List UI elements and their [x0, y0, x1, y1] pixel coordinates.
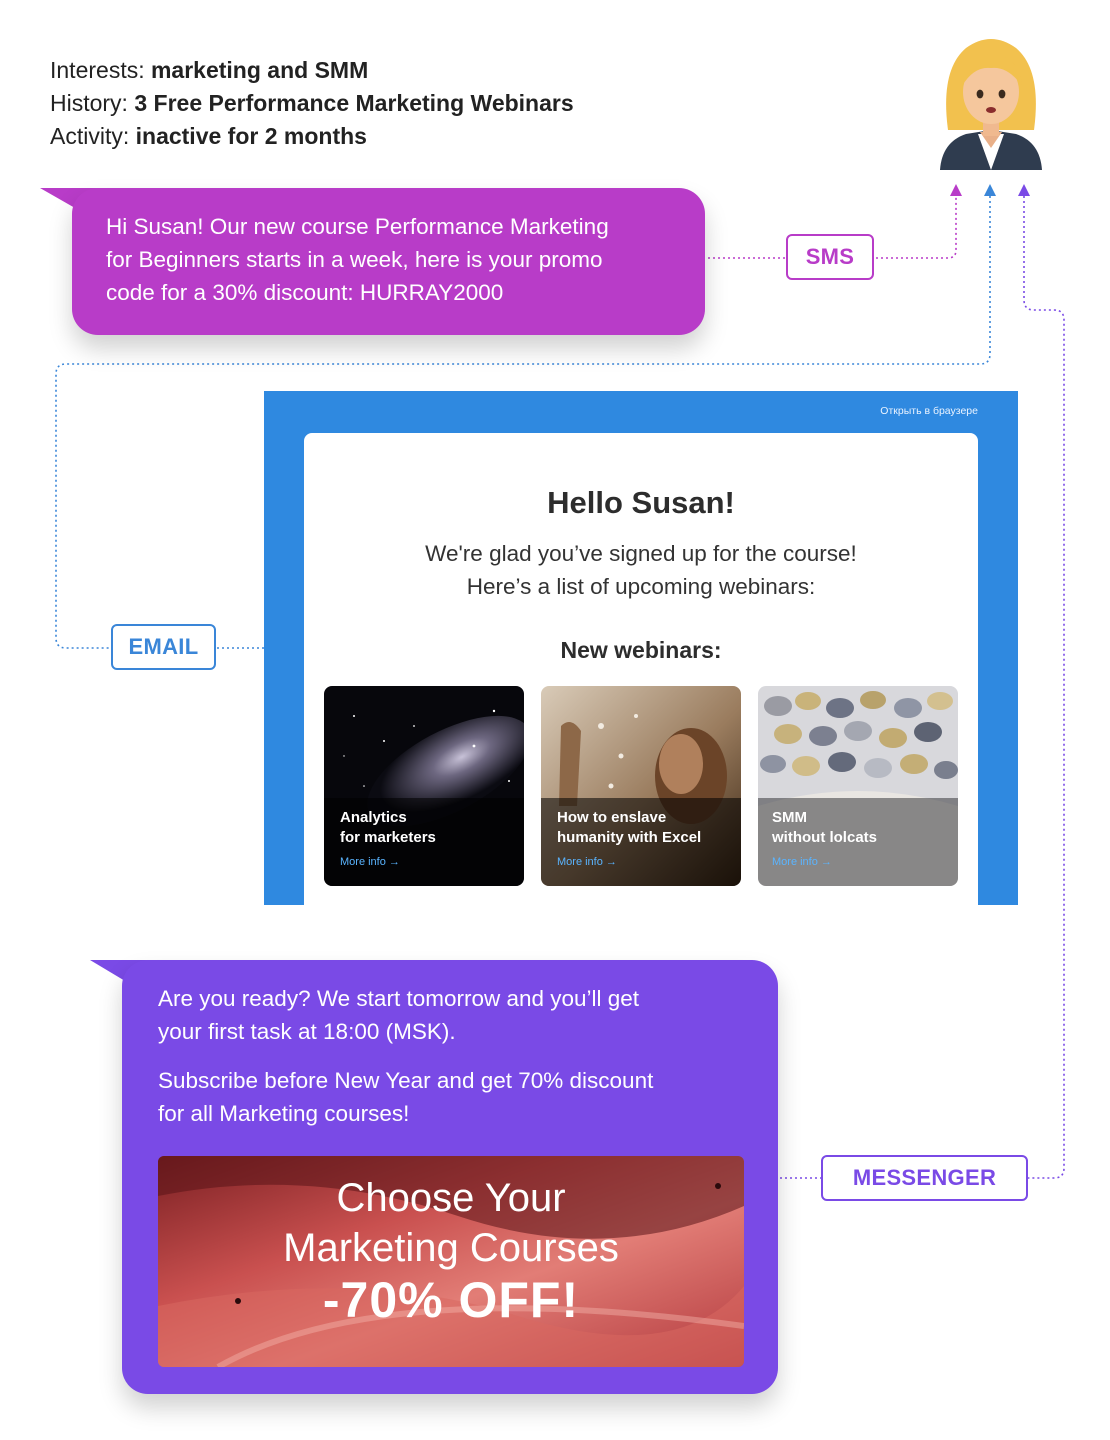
webinar-card-smm[interactable]: SMM without lolcats More info →: [758, 686, 958, 886]
messenger-channel-label: MESSENGER: [821, 1155, 1028, 1201]
email-channel-label: EMAIL: [111, 624, 216, 670]
webinars-section-title: New webinars:: [560, 637, 722, 663]
messenger-message: Are you ready? We start tomorrow and you…: [122, 960, 778, 1394]
email-body: Hello Susan! We're glad you’ve signed up…: [304, 433, 978, 905]
arrow-up-icon: [950, 184, 962, 196]
email-preview: Открыть в браузере Hello Susan! We're gl…: [264, 391, 1018, 905]
banner-discount: -70% OFF!: [322, 1272, 580, 1328]
sms-channel-label: SMS: [786, 234, 874, 280]
more-info-link[interactable]: More info →: [772, 856, 832, 868]
webinar-card-excel[interactable]: How to enslave humanity with Excel More …: [541, 686, 741, 886]
banner-line-1: Choose Your: [336, 1176, 566, 1220]
activity-row: Activity: inactive for 2 months: [50, 123, 367, 149]
open-in-browser-link[interactable]: Открыть в браузере: [880, 405, 978, 417]
email-title: Hello Susan!: [547, 485, 735, 520]
more-info-link[interactable]: More info →: [557, 856, 617, 868]
more-info-link[interactable]: More info →: [340, 856, 400, 868]
arrow-up-icon: [1018, 184, 1030, 196]
interests-row: Interests: marketing and SMM: [50, 57, 369, 83]
sms-message: Hi Susan! Our new course Performance Mar…: [72, 188, 705, 335]
abstract-paint-image: [158, 1156, 744, 1367]
woman-office-worker-icon: [940, 39, 1042, 170]
arrow-up-icon: [984, 184, 996, 196]
messenger-paragraph-1: Are you ready? We start tomorrow and you…: [158, 986, 640, 1044]
email-subtitle: We're glad you’ve signed up for the cour…: [425, 541, 857, 599]
history-row: History: 3 Free Performance Marketing We…: [50, 90, 574, 116]
banner-line-2: Marketing Courses: [283, 1226, 619, 1270]
webinar-card-analytics[interactable]: Analytics for marketers More info →: [324, 686, 524, 886]
customer-profile: Interests: marketing and SMM History: 3 …: [50, 54, 574, 153]
promo-banner[interactable]: Choose Your Marketing Courses -70% OFF!: [158, 1156, 744, 1367]
messenger-paragraph-2: Subscribe before New Year and get 70% di…: [158, 1068, 654, 1126]
